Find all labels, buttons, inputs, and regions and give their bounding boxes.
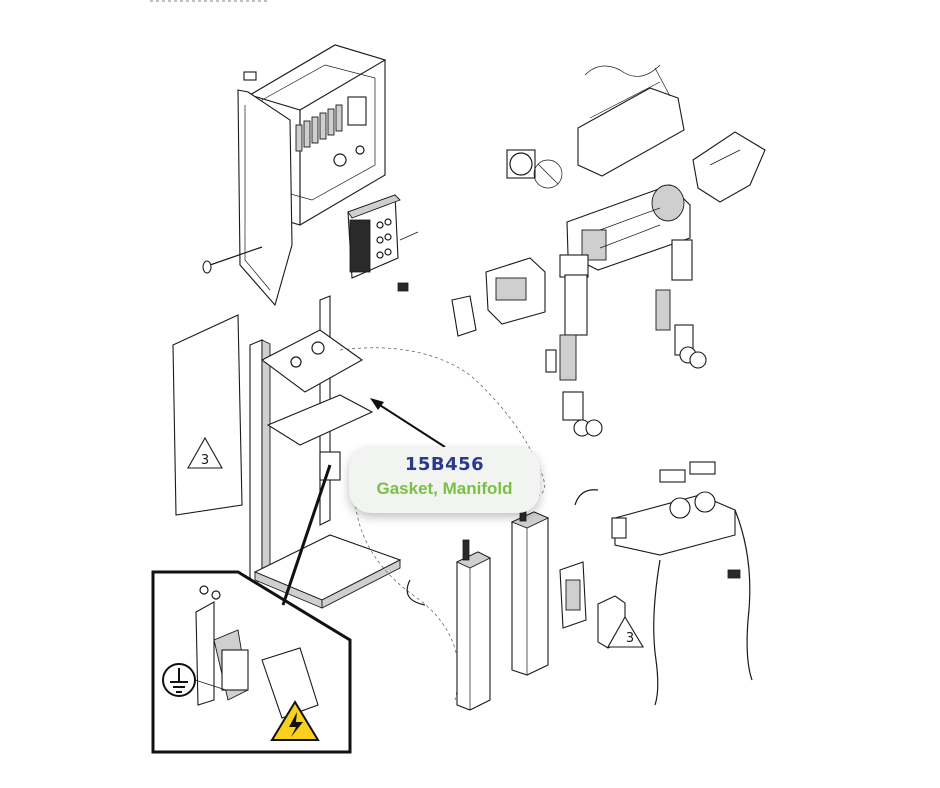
pump-left bbox=[545, 274, 603, 437]
terminal-block bbox=[295, 104, 343, 152]
fluid-manifold bbox=[611, 461, 753, 706]
part-name: Gasket, Manifold bbox=[376, 479, 513, 498]
ground-symbol-icon bbox=[162, 663, 227, 697]
part-number: 15B456 bbox=[404, 454, 485, 475]
end-cover bbox=[692, 131, 766, 203]
cooling-fan bbox=[506, 149, 563, 189]
electrical-hazard-icon bbox=[270, 700, 320, 741]
motor-controller bbox=[347, 194, 419, 292]
reference-mark-left: 3 bbox=[187, 436, 223, 469]
heater-tube-right bbox=[510, 489, 599, 676]
electrical-enclosure bbox=[202, 44, 387, 307]
pump-right bbox=[655, 239, 707, 369]
board-cover: 3 bbox=[597, 595, 644, 649]
pointer-arrow bbox=[370, 398, 446, 448]
motor-body bbox=[559, 184, 691, 278]
display-module bbox=[451, 257, 546, 337]
reference-label-left: 3 bbox=[201, 453, 209, 468]
heater-tube-left bbox=[406, 539, 492, 711]
part-callout[interactable]: 15B456 Gasket, Manifold bbox=[349, 447, 540, 513]
motor-shroud bbox=[577, 64, 685, 177]
circuit-board bbox=[559, 561, 587, 629]
inset-detail bbox=[151, 464, 352, 754]
reference-label-right: 3 bbox=[626, 631, 634, 646]
